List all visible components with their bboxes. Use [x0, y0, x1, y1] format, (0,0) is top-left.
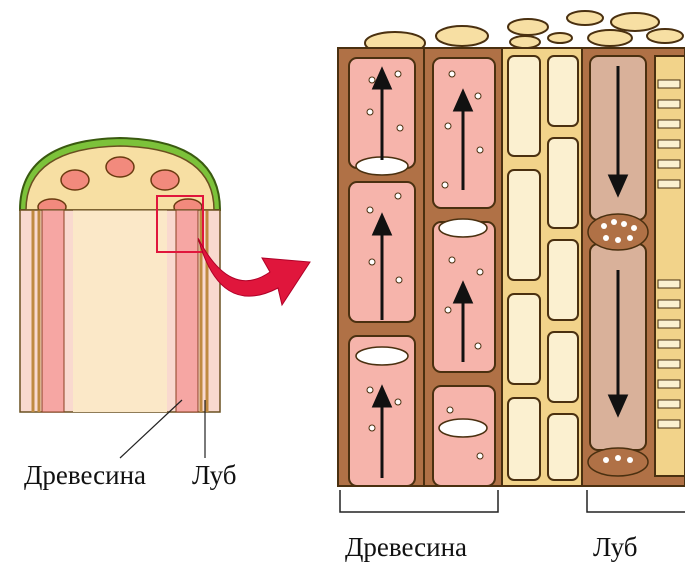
right-xylem-strip [176, 210, 198, 412]
stem-cutaway: Древесина Луб [20, 138, 237, 490]
left-bast-label: Луб [192, 460, 237, 490]
pith [73, 210, 167, 412]
wood-bracket [340, 490, 498, 512]
xylem-vessels [338, 48, 504, 486]
bast-bracket [587, 490, 685, 512]
left-xylem-strip [42, 210, 64, 412]
left-wood-label: Древесина [24, 460, 146, 490]
cambium-cells [502, 48, 584, 486]
right-wood-label: Древесина [345, 532, 467, 562]
magnified-tissue: Древесина Луб [338, 11, 685, 562]
right-bast-label: Луб [593, 532, 638, 562]
